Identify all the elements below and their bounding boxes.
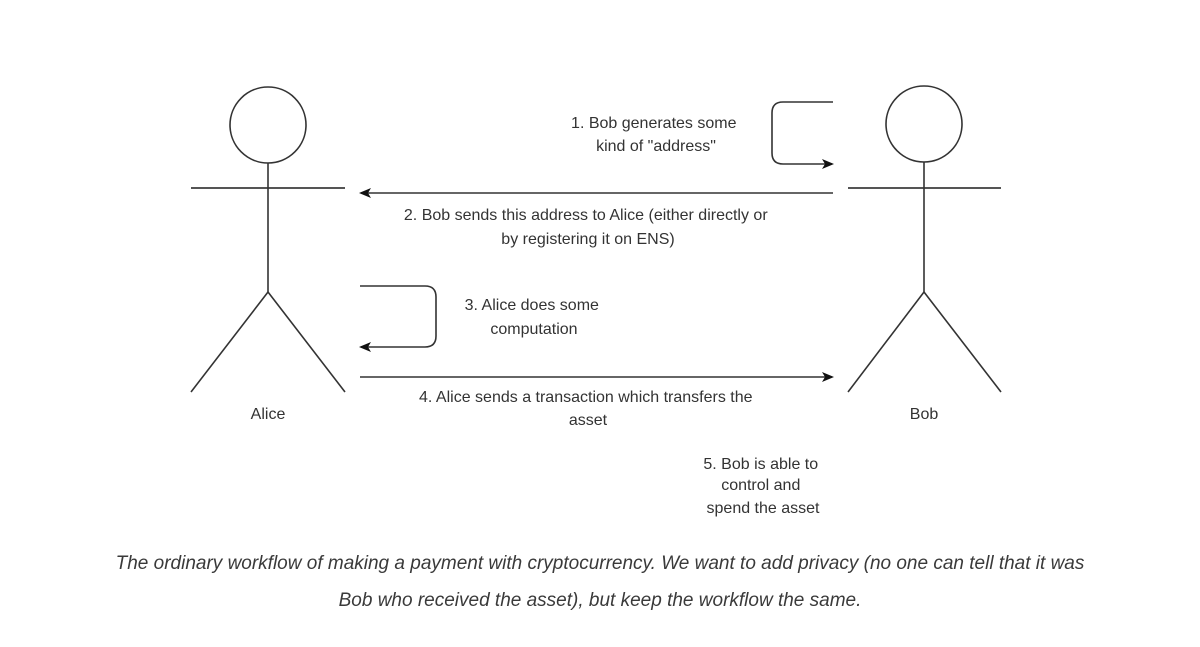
caption-line-2: Bob who received the asset), but keep th… <box>338 590 862 611</box>
bob-left-leg <box>847 291 925 393</box>
step-4: 4. Alice sends a transaction which trans… <box>360 372 834 429</box>
actor-alice: Alice <box>190 86 346 423</box>
step-1-label: 1. Bob generates some kind of "address" <box>571 115 741 155</box>
alice-left-leg <box>190 291 269 393</box>
caption-line-1: The ordinary workflow of making a paymen… <box>115 553 1085 574</box>
alice-head <box>229 86 307 164</box>
alice-right-leg <box>267 291 346 393</box>
bob-label: Bob <box>910 406 939 423</box>
bob-head <box>885 85 963 163</box>
step-3-loop-arrow <box>359 285 437 352</box>
step-3-label: 3. Alice does some computation <box>465 297 604 338</box>
step-1: 1. Bob generates some kind of "address" <box>571 101 834 169</box>
step-5-label: 5. Bob is able to control and spend the … <box>703 456 822 517</box>
step-5: 5. Bob is able to control and spend the … <box>703 456 822 517</box>
figure-caption: The ordinary workflow of making a paymen… <box>0 545 1200 619</box>
step-1-loop-arrow <box>771 101 834 169</box>
step-2-label: 2. Bob sends this address to Alice (eith… <box>404 207 772 248</box>
actor-bob: Bob <box>847 85 1002 423</box>
step-2: 2. Bob sends this address to Alice (eith… <box>359 188 833 248</box>
bob-right-leg <box>923 291 1002 393</box>
step-4-label: 4. Alice sends a transaction which trans… <box>419 389 757 429</box>
step-3: 3. Alice does some computation <box>359 285 604 352</box>
alice-label: Alice <box>251 406 286 423</box>
sequence-diagram: Alice Bob 1. Bob generates some kind of … <box>190 85 1002 517</box>
